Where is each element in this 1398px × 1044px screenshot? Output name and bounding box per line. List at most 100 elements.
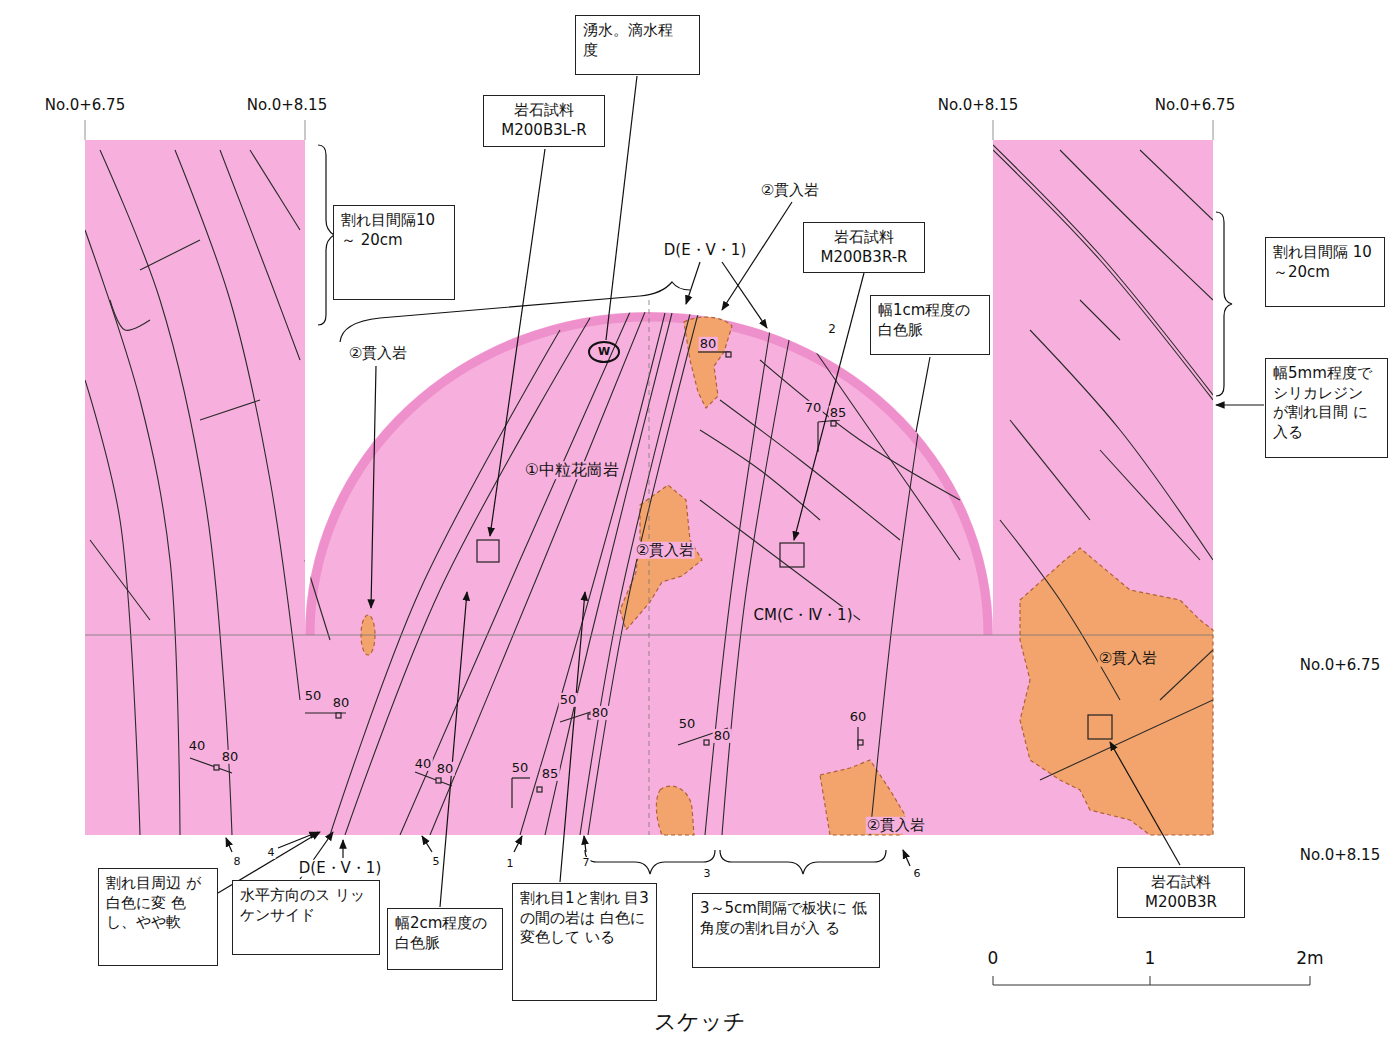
fracture bbox=[1140, 150, 1213, 220]
fracture bbox=[722, 335, 790, 835]
callout-box: 割れ目間隔10～ 20cm bbox=[333, 205, 455, 300]
fracture bbox=[305, 560, 330, 640]
callout-text: 割れ目間隔10～ 20cm bbox=[341, 211, 447, 250]
station-label: No.0+8.15 bbox=[937, 97, 1019, 114]
callout-box: 割れ目間隔 10～20cm bbox=[1265, 237, 1385, 307]
caption: スケッチ bbox=[654, 1007, 746, 1037]
station-label: No.0+6.75 bbox=[1299, 657, 1381, 674]
callout-number: 5 bbox=[432, 856, 441, 868]
fracture bbox=[993, 145, 1213, 395]
dip-value: 40 bbox=[188, 739, 207, 753]
fracture bbox=[700, 500, 860, 620]
fracture bbox=[175, 150, 300, 700]
dip-value: 50 bbox=[304, 689, 323, 703]
station-label: No.0+6.75 bbox=[44, 97, 126, 114]
fracture bbox=[1000, 520, 1120, 700]
callout-text: 割れ目1と割れ 目3の間の岩は 白色に変色して いる bbox=[520, 889, 649, 948]
leader-lines bbox=[218, 76, 1264, 907]
fracture bbox=[820, 350, 950, 430]
callout-number: 3 bbox=[703, 868, 712, 880]
dip-value: 80 bbox=[713, 729, 732, 743]
station-label: No.0+8.15 bbox=[1299, 847, 1381, 864]
dip-value: 50 bbox=[511, 761, 530, 775]
fracture bbox=[330, 330, 560, 835]
strike-dip-symbols bbox=[190, 352, 863, 808]
rock-label: ②貫入岩 bbox=[1098, 650, 1158, 667]
callout-number: 1 bbox=[506, 858, 515, 870]
rock-class: CM(C・Ⅳ・1) bbox=[753, 607, 854, 624]
callout-text: 湧水。滴水程 度 bbox=[583, 21, 692, 60]
fracture bbox=[705, 330, 770, 835]
rock-class: D(E・V・1) bbox=[298, 860, 383, 877]
station-label: No.0+8.15 bbox=[246, 97, 328, 114]
callout-number: 4 bbox=[267, 847, 276, 859]
fracture bbox=[330, 420, 360, 480]
callout-box: 幅5mm程度で シリカレジン が割れ目間 に入る bbox=[1265, 358, 1388, 458]
callout-number: 7 bbox=[582, 857, 591, 869]
fracture bbox=[140, 240, 200, 270]
dip-value: 50 bbox=[559, 693, 578, 707]
callout-box: 割れ目周辺 が白色に変 色し、やや軟 bbox=[98, 868, 218, 966]
dip-value: 80 bbox=[332, 696, 351, 710]
fracture bbox=[85, 230, 180, 835]
fracture bbox=[250, 150, 300, 230]
fracture bbox=[545, 313, 672, 835]
dip-value: 50 bbox=[678, 717, 697, 731]
fracture bbox=[110, 300, 150, 330]
rock-label: ②貫入岩 bbox=[866, 817, 926, 834]
fracture bbox=[90, 540, 150, 620]
water-mark: W bbox=[597, 346, 611, 358]
callout-number: 6 bbox=[913, 868, 922, 880]
scale-label: 2m bbox=[1295, 949, 1324, 968]
fracture bbox=[345, 318, 590, 835]
dip-value: 80 bbox=[221, 750, 240, 764]
fracture bbox=[580, 314, 690, 835]
callout-number: 2 bbox=[827, 323, 837, 336]
rock-label: ②貫入岩 bbox=[760, 182, 820, 199]
fracture bbox=[1160, 650, 1213, 700]
callout-box: 岩石試料 M200B3L-R bbox=[483, 95, 605, 147]
fracture-lines bbox=[85, 145, 1213, 835]
scale-label: 0 bbox=[987, 949, 1000, 968]
fracture bbox=[1010, 420, 1090, 520]
dip-value: 85 bbox=[829, 406, 848, 420]
fracture bbox=[760, 360, 960, 500]
callout-text: 岩石試料 M200B3L-R bbox=[491, 101, 597, 140]
fracture bbox=[1030, 330, 1213, 560]
callout-box: 幅2cm程度の 白色脈 bbox=[387, 908, 503, 970]
station-label: No.0+6.75 bbox=[1154, 97, 1236, 114]
callout-text: 幅1cm程度の 白色脈 bbox=[878, 301, 982, 340]
fracture bbox=[220, 150, 300, 360]
dip-value: 80 bbox=[436, 762, 455, 776]
callout-text: 幅5mm程度で シリカレジン が割れ目間 に入る bbox=[1273, 364, 1380, 442]
callout-box: 岩石試料 M200B3R-R bbox=[803, 222, 925, 273]
water-symbol bbox=[589, 342, 619, 362]
rock-label: ②貫入岩 bbox=[348, 345, 408, 362]
fracture bbox=[85, 380, 140, 835]
rock-sample-marks bbox=[477, 540, 1112, 739]
callout-box: 岩石試料 M200B3R bbox=[1117, 867, 1245, 918]
callout-text: 水平方向のス リッケンサイド bbox=[240, 886, 372, 925]
callout-text: 3～5cm間隔で板状に 低角度の割れ目が入 る bbox=[700, 899, 872, 938]
brackets bbox=[318, 145, 1232, 874]
callout-box: 3～5cm間隔で板状に 低角度の割れ目が入 る bbox=[692, 893, 880, 968]
dip-value: 85 bbox=[541, 767, 560, 781]
right-wall bbox=[993, 140, 1213, 835]
rock-label: ①中粒花崗岩 bbox=[524, 461, 620, 479]
dip-value: 80 bbox=[699, 337, 718, 351]
fracture bbox=[588, 314, 698, 835]
callout-number: 8 bbox=[233, 856, 242, 868]
dip-value: 70 bbox=[804, 401, 823, 415]
rock-label: ②貫入岩 bbox=[635, 542, 695, 559]
fracture bbox=[1100, 450, 1200, 560]
rock-face bbox=[85, 140, 1213, 835]
fracture bbox=[870, 420, 920, 835]
fracture bbox=[1060, 150, 1213, 300]
scale-label: 1 bbox=[1144, 949, 1157, 968]
scale-bar bbox=[993, 976, 1310, 985]
callout-box: 幅1cm程度の 白色脈 bbox=[870, 295, 990, 355]
callout-text: 幅2cm程度の 白色脈 bbox=[395, 914, 495, 953]
callout-text: 岩石試料 M200B3R bbox=[1125, 873, 1237, 912]
callout-box: 割れ目1と割れ 目3の間の岩は 白色に変色して いる bbox=[512, 883, 657, 1001]
intrusive-rock bbox=[361, 317, 1213, 835]
